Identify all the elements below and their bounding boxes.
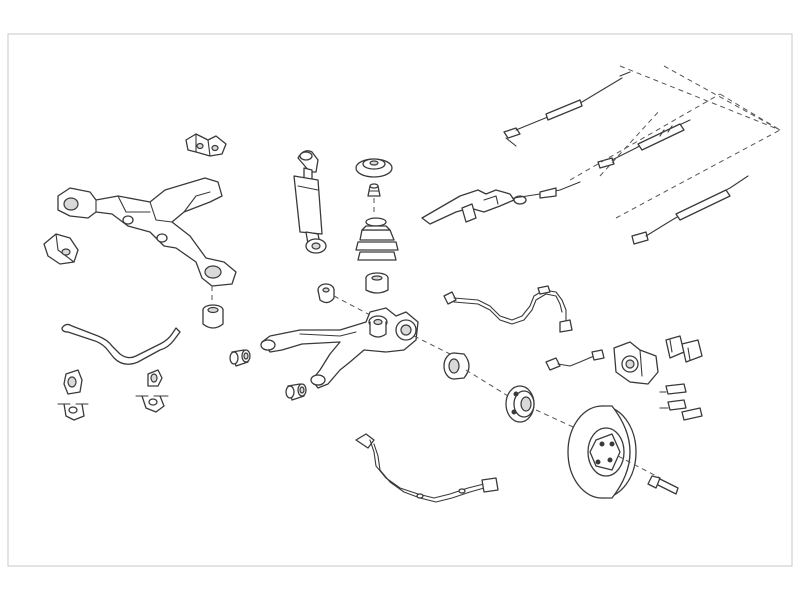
wishbone-bushing-upper bbox=[229, 349, 251, 367]
parking-brake-cable-2 bbox=[597, 119, 691, 169]
anti-roll-bar-link-right bbox=[135, 395, 169, 413]
brake-disc bbox=[567, 405, 637, 499]
brake-pads bbox=[665, 335, 703, 363]
parking-brake-cable-1 bbox=[503, 71, 631, 147]
dust-boot bbox=[355, 217, 399, 261]
diagram-frame bbox=[7, 33, 793, 567]
control-arm-bushing bbox=[317, 283, 335, 304]
anti-roll-bar-bushing-right bbox=[147, 369, 163, 387]
parking-brake-cable-3 bbox=[631, 175, 749, 245]
anti-roll-bar-bushing-left bbox=[63, 369, 83, 395]
wheel-bearing-ring bbox=[443, 352, 470, 380]
trailing-arm bbox=[260, 307, 419, 389]
subframe-rubber-mount bbox=[202, 304, 224, 329]
wheel-bolt bbox=[647, 475, 679, 495]
subframe-mounting-bracket-left bbox=[43, 233, 79, 265]
brake-caliper bbox=[613, 341, 659, 385]
shock-absorber bbox=[293, 150, 327, 254]
abs-sensor-cable bbox=[355, 433, 499, 503]
coil-spring-top-mount bbox=[355, 158, 393, 178]
bump-stop bbox=[367, 183, 381, 197]
parking-brake-lever bbox=[421, 181, 581, 225]
wheel-hub bbox=[505, 385, 535, 423]
anti-roll-bar-link-left bbox=[57, 403, 89, 421]
spring-seat bbox=[365, 272, 389, 294]
brake-hose-short bbox=[545, 349, 605, 371]
subframe-mounting-bracket-top bbox=[185, 133, 227, 157]
wishbone-bushing-lower bbox=[285, 383, 307, 401]
anti-roll-bar bbox=[61, 323, 181, 365]
brake-hose-long bbox=[443, 285, 573, 333]
rear-axle-subframe bbox=[57, 177, 237, 287]
caliper-mounting-bolts bbox=[659, 383, 703, 421]
